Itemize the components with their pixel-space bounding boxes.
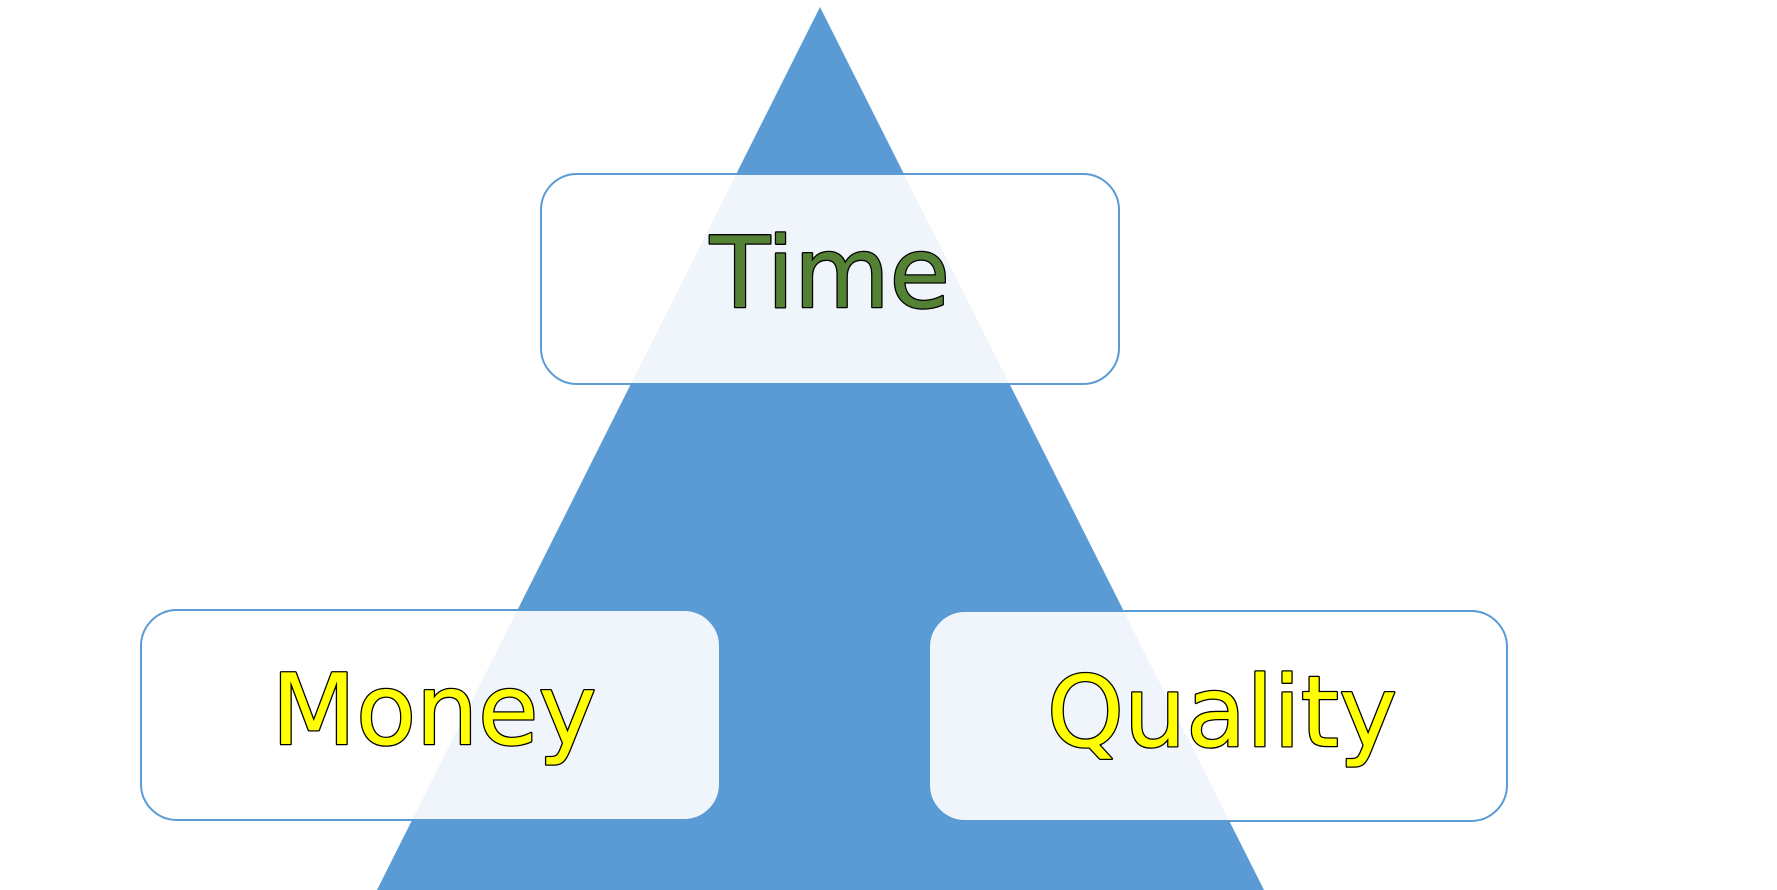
quality-box-shape: [928, 610, 1508, 822]
money-label: Money: [272, 654, 597, 768]
time-box: Time: [540, 173, 1120, 385]
time-box-shape: [540, 173, 1120, 385]
money-box: Money: [140, 609, 721, 821]
money-box-shape: [140, 609, 721, 821]
quality-box: Quality: [928, 610, 1508, 822]
quality-label: Quality: [1047, 656, 1397, 770]
time-label: Time: [709, 217, 950, 331]
